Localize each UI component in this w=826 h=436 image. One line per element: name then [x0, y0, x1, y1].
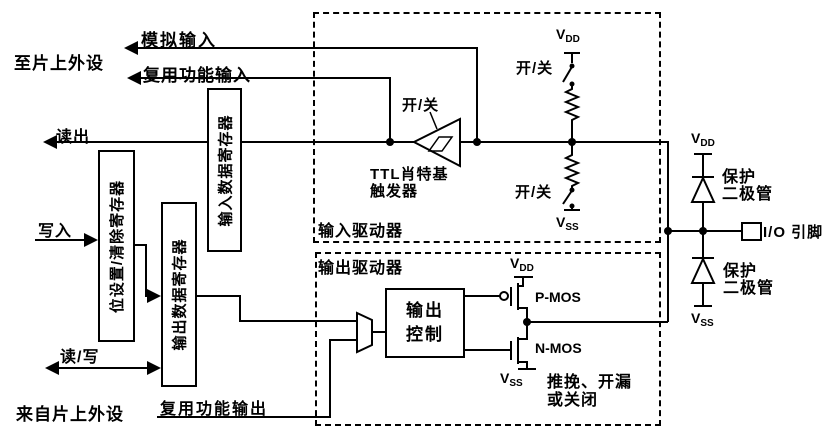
pulldown-switch-label: 开/关 [515, 184, 553, 201]
af-input-label: 复用功能输入 [143, 66, 251, 85]
bit-set-reset-register-label: 位设置/清除寄存器 [109, 179, 127, 313]
protection-diode1-label: 保护 二极管 [722, 169, 773, 203]
mux-symbol [356, 311, 373, 354]
schmitt-trigger-symbol [411, 117, 461, 168]
af-output-label: 复用功能输出 [160, 401, 269, 418]
pmos-bubble [499, 291, 509, 301]
to-peripheral-label: 至片上外设 [14, 54, 104, 73]
output-data-register-label: 输出数据寄存器 [171, 238, 189, 351]
from-peripheral-label: 来自片上外设 [16, 405, 124, 424]
input-driver-title: 输入驱动器 [318, 223, 404, 240]
arrowheads [43, 41, 161, 375]
protection-diode1-symbol [690, 175, 716, 203]
bit-set-reset-register-box: 位设置/清除寄存器 [98, 150, 135, 342]
schmitt-trigger-label: TTL肖特基 触发器 [370, 166, 449, 200]
af-input-wire [141, 77, 391, 142]
schmitt-switch-pointer [429, 111, 438, 130]
schmitt-switch-label: 开/关 [402, 97, 440, 114]
output-control-box: 输出 控制 [385, 288, 465, 358]
pullup-switch-label: 开/关 [516, 60, 554, 77]
input-data-register-label: 输入数据寄存器 [217, 113, 235, 227]
output-mode-line2: 或关闭 [547, 392, 599, 409]
diode-vdd-terminal [694, 153, 712, 177]
bsr-to-odr-arrow [147, 289, 161, 303]
vdd-diode-label: VDD [691, 130, 715, 149]
schmitt-trigger-label-line2: 触发器 [370, 183, 419, 200]
read-write-label: 读/写 [60, 349, 100, 366]
nmos-label: N-MOS [535, 340, 582, 356]
hysteresis-icon [427, 136, 454, 152]
analog-input-wire [136, 47, 478, 142]
output-data-register-box: 输出数据寄存器 [161, 202, 197, 387]
pmos-source-lead [514, 276, 533, 287]
protection-diode2-line1: 保护 [723, 263, 758, 280]
input-driver-box [313, 12, 661, 243]
write-in-label: 写入 [38, 223, 73, 240]
read-out-arrow [43, 135, 57, 149]
output-control-line1: 输出 [406, 301, 444, 320]
read-write-right-arrow [147, 361, 161, 375]
io-pin-label: I/O 引脚 [763, 224, 824, 241]
vss-nmos-label: VSS [500, 370, 523, 389]
read-write-left-arrow [45, 361, 59, 375]
output-mode-label: 推挽、开漏 或关闭 [547, 374, 632, 410]
pullup-resistor [563, 86, 581, 122]
input-data-register-box: 输入数据寄存器 [207, 88, 242, 252]
analog-input-label: 模拟输入 [141, 31, 217, 50]
nmos-drain-lead [518, 322, 528, 340]
bsr-to-odr-wire [131, 244, 147, 297]
vss-diode-label: VSS [691, 310, 714, 329]
write-arrow [84, 233, 98, 247]
schmitt-trigger-label-line1: TTL肖特基 [370, 166, 449, 183]
pullup-vdd-terminal [564, 52, 580, 63]
af-input-arrow [127, 71, 141, 85]
protection-diode2-symbol [690, 256, 716, 284]
read-out-label: 读出 [56, 129, 91, 146]
pmos-label: P-MOS [535, 289, 581, 305]
analog-input-arrow [124, 41, 138, 55]
protection-diode1-line2: 二极管 [722, 186, 774, 203]
protection-diode2-line2: 二极管 [723, 280, 775, 297]
output-driver-box [315, 252, 661, 426]
odr-to-mux-wire [193, 295, 357, 322]
diode-vss-terminal [694, 283, 712, 307]
vdd-pmos-label: VDD [510, 255, 534, 274]
output-control-line2: 控制 [406, 325, 444, 344]
read-line-wire [57, 141, 669, 322]
io-pin-square [741, 222, 762, 241]
pulldown-resistor [563, 152, 581, 188]
af-output-wire [157, 339, 357, 418]
output-driver-title: 输出驱动器 [318, 260, 404, 277]
pmos-drain-lead [518, 307, 528, 322]
nmos-source-lead [518, 361, 536, 370]
output-mode-line1: 推挽、开漏 [547, 374, 633, 391]
vdd-pullup-label: VDD [556, 26, 580, 45]
protection-diode2-label: 保护 二极管 [723, 263, 774, 297]
vss-pulldown-label: VSS [556, 214, 579, 233]
junction-dots [386, 63, 707, 326]
protection-diode1-line1: 保护 [722, 169, 757, 186]
